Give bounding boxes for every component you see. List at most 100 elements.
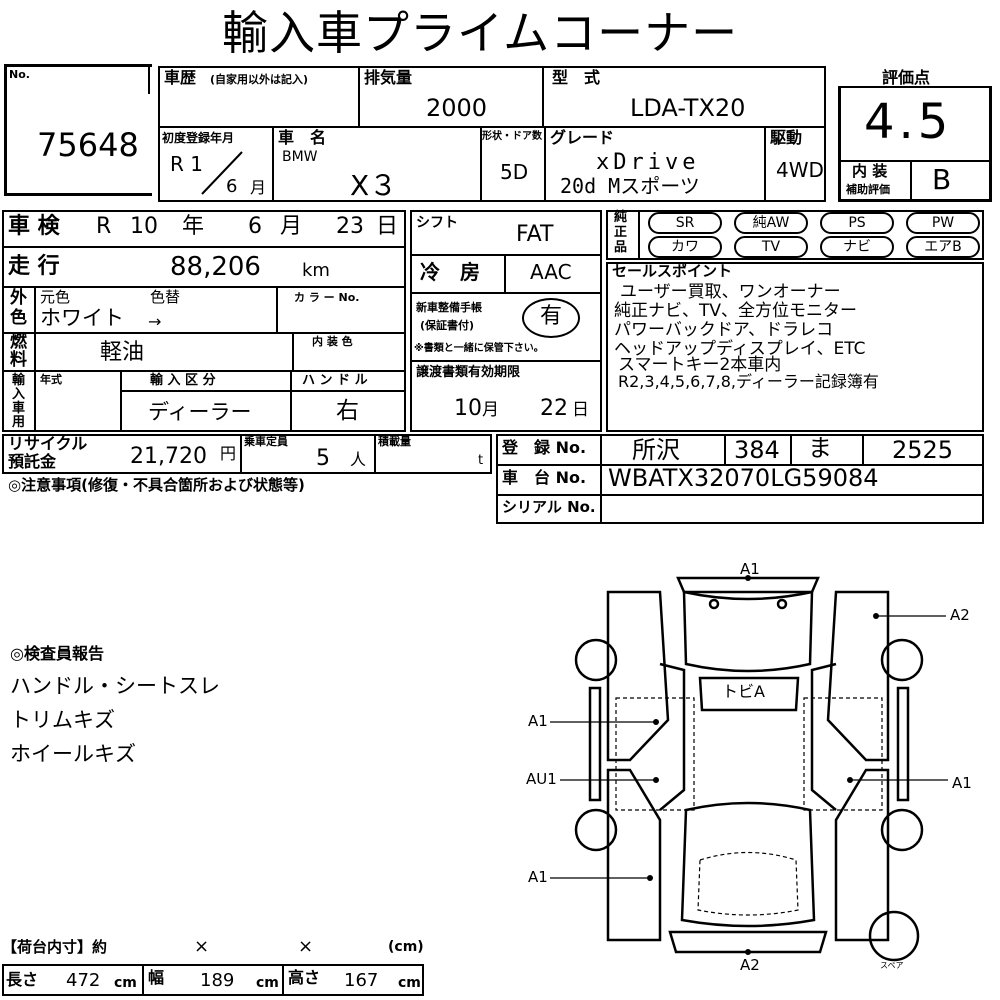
drive-value: 4WD <box>776 158 824 182</box>
car-name: X３ <box>350 169 398 202</box>
equipment-item: PS <box>820 212 894 234</box>
cargo-width-label: 幅 <box>148 968 165 987</box>
grade-line-1: xDrive <box>596 150 700 175</box>
inspector-note-1: ハンドル・シートスレ <box>10 674 220 698</box>
shift-value: FAT <box>516 222 554 247</box>
cargo-height: 167 <box>344 970 379 991</box>
sales-point-2: 純正ナビ、TV、全方位モニター <box>614 301 858 321</box>
inspector-note-2: トリムキズ <box>10 708 115 732</box>
doc-expiry-month-unit: 月 <box>482 400 499 420</box>
sales-point-3: パワーバックドア、ドラレコ <box>614 320 834 340</box>
interior-sublabel: 補助評価 <box>846 183 890 196</box>
diagram-right-rear-door-code: A1 <box>952 774 972 792</box>
fuel-value: 軽油 <box>100 340 145 365</box>
doors-value: 5D <box>500 160 529 184</box>
equipment-item: SR <box>648 212 722 234</box>
equipment-item: ナビ <box>820 236 894 258</box>
date-slash <box>201 151 243 195</box>
equipment-item: TV <box>734 236 808 258</box>
genuine-label-3: 品 <box>614 240 628 255</box>
mileage-value: 88,206 <box>170 252 261 282</box>
cargo-length-label: 長さ <box>6 970 39 989</box>
cargo-dimensions-box <box>2 964 424 996</box>
recycle-value: 21,720 <box>130 444 207 469</box>
repaint-color-label: 色替 <box>150 288 181 306</box>
diagram-front-bumper-code: A1 <box>740 560 760 578</box>
registration-kana: ま <box>808 434 832 462</box>
diagram-rear-bumper-code: A2 <box>740 956 760 974</box>
diagram-front-fender-code: A2 <box>950 606 970 624</box>
doc-expiry-label: 譲渡書類有効期限 <box>416 365 521 380</box>
equipment-item: PW <box>906 212 980 234</box>
registration-label: 登 録 No. <box>502 438 587 457</box>
sales-point-1: ユーザー買取、ワンオーナー <box>620 282 841 302</box>
model-code: LDA-TX20 <box>630 94 746 122</box>
diagram-left-front-door-code: A1 <box>528 712 548 730</box>
displacement-label: 排気量 <box>364 68 413 87</box>
vin-value: WBATX32070LG59084 <box>608 464 879 492</box>
ac-value: AAC <box>530 260 572 284</box>
sales-points-label: セールスポイント <box>612 262 733 280</box>
vin-label: 車 台 No. <box>502 468 587 487</box>
recycle-box <box>2 434 492 474</box>
fuel-label-top: 燃 <box>10 332 27 352</box>
first-registration-month: 6 <box>226 176 238 197</box>
original-color-label: 元色 <box>40 288 71 306</box>
interior-color-label: 内 装 色 <box>312 335 353 348</box>
color-label-bottom: 色 <box>10 308 27 328</box>
load-label: 積載量 <box>378 435 411 448</box>
fuel-label-bottom: 料 <box>10 350 27 370</box>
cargo-height-unit: cm <box>398 975 421 991</box>
diagram-left-quarter-code: A1 <box>528 868 548 886</box>
import-type-label: 輸 入 区 分 <box>150 373 216 388</box>
genuine-label-1: 純 <box>614 210 628 225</box>
import-label-3: 車 <box>12 401 26 416</box>
shift-label: シフト <box>416 215 458 231</box>
color-change-arrow: → <box>148 312 162 331</box>
diagram-left-rear-door-code: AU1 <box>526 770 557 788</box>
shaken-month: 6 <box>248 214 262 239</box>
genuine-label-2: 正 <box>614 225 628 240</box>
genuine-equipment-box <box>606 210 984 260</box>
first-registration-era: R 1 <box>170 152 203 176</box>
vehicle-header-grid <box>158 66 826 202</box>
registration-area: 所沢 <box>632 436 680 464</box>
color-label-top: 外 <box>10 288 27 308</box>
ac-label: 冷 房 <box>420 260 480 284</box>
serial-label: シリアル No. <box>502 498 596 516</box>
registration-class: 384 <box>734 436 780 464</box>
equipment-item: エアB <box>906 236 980 258</box>
cargo-width-unit: cm <box>256 975 279 991</box>
doc-expiry-day: 22 <box>540 396 568 421</box>
notes-label: ◎注意事項(修復・不具合箇所および状態等) <box>8 476 305 494</box>
color-number-label: カ ラ ー No. <box>294 291 360 304</box>
car-make: BMW <box>282 149 318 165</box>
diagram-roof-code: トビA <box>722 682 765 701</box>
stock-number: 75648 <box>37 126 139 164</box>
sales-point-5: スマートキー2本車内 <box>618 355 782 375</box>
doc-expiry-day-unit: 日 <box>572 400 589 420</box>
shaken-month-unit: 月 <box>280 214 303 239</box>
cargo-width: 189 <box>200 970 235 991</box>
cargo-length-unit: cm <box>114 975 137 991</box>
recycle-label-2: 預託金 <box>8 452 57 471</box>
diagram-spare-label: スペア <box>880 961 904 970</box>
first-registration-label: 初度登録年月 <box>162 131 235 145</box>
doc-expiry-month: 10 <box>454 396 482 421</box>
sales-points-box <box>606 262 984 432</box>
drive-label: 駆動 <box>770 128 803 147</box>
manual-circle <box>522 298 580 338</box>
mileage-unit: km <box>302 260 330 281</box>
grade-line-2: 20d Mスポーツ <box>560 174 700 198</box>
rating-label: 評価点 <box>882 68 931 87</box>
rating-value: 4.5 <box>864 94 953 150</box>
recycle-yen: 円 <box>220 444 237 463</box>
manual-note: ※書類と一緒に保管下さい。 <box>414 343 544 354</box>
doors-label: 形状・ドア数 <box>482 131 542 142</box>
page-title: 輸入車プライムコーナー <box>222 6 739 60</box>
manual-value: 有 <box>540 304 563 329</box>
grade-label: グレード <box>550 128 615 147</box>
handle-label: ハ ン ド ル <box>302 373 368 388</box>
shaken-day-unit: 日 <box>376 214 399 239</box>
model-label: 型 式 <box>552 68 601 87</box>
